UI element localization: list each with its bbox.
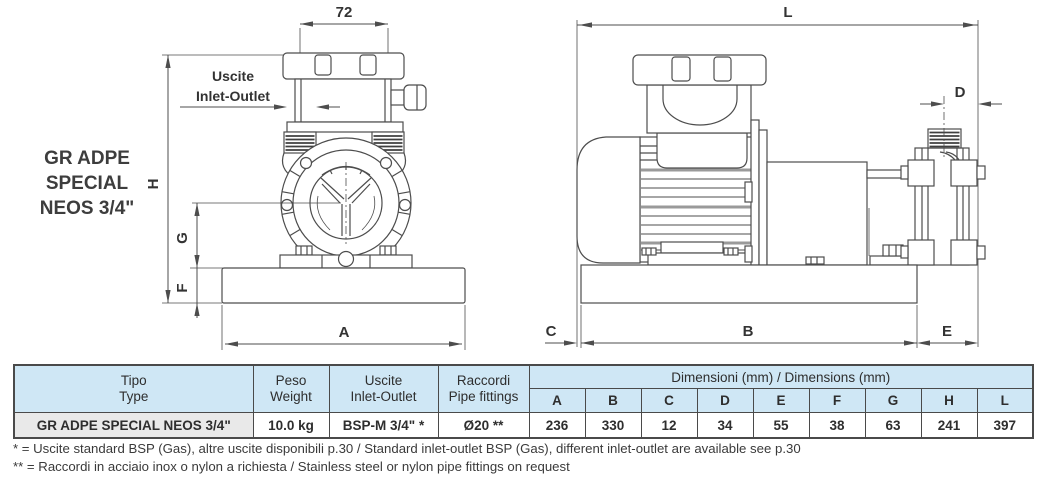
dim-col-d: D (696, 388, 754, 413)
product-title-line2: SPECIAL (45, 173, 129, 194)
cell-inlet-outlet: BSP-M 3/4" * (328, 412, 439, 439)
dimension-G: G (174, 202, 341, 268)
col-header-type-it: Tipo (120, 373, 147, 388)
technical-drawings: 72 (145, 4, 1002, 350)
ports-callout: Uscite Inlet-Outlet (180, 68, 340, 110)
ports-label-line1: Uscite (212, 68, 254, 84)
col-header-weight-en: Weight (270, 389, 312, 404)
dim-col-l: L (976, 388, 1034, 413)
cell-dim-g: 63 (864, 412, 922, 439)
col-header-type-en: Type (119, 389, 149, 404)
dimension-L: L (577, 4, 978, 28)
dim-col-b: B (584, 388, 642, 413)
dim-col-f: F (808, 388, 866, 413)
dim-col-h: H (920, 388, 978, 413)
cell-dim-h: 241 (920, 412, 978, 439)
col-header-pipe-fittings-en: Pipe fittings (448, 389, 519, 404)
front-view-drawing: 72 (145, 4, 466, 350)
cell-dim-e: 55 (752, 412, 810, 439)
table-row: GR ADPE SPECIAL NEOS 3/4" 10.0 kg BSP-M … (13, 412, 1034, 439)
col-header-inlet-outlet: Uscite Inlet-Outlet (328, 364, 439, 413)
side-base (580, 264, 918, 304)
col-header-type: Tipo Type (13, 364, 254, 413)
cell-pipe-fittings: Ø20 ** (437, 412, 530, 439)
dim-label-b: B (743, 323, 754, 340)
side-view-drawing: L (545, 4, 1002, 348)
footnote-1: * = Uscite standard BSP (Gas), altre usc… (13, 441, 801, 456)
dimension-72: 72 (300, 4, 388, 27)
dimension-C: C (545, 323, 577, 346)
cell-type: GR ADPE SPECIAL NEOS 3/4" (13, 412, 254, 439)
dim-label-72: 72 (336, 4, 353, 21)
dimension-A: A (221, 305, 466, 350)
dim-label-g: G (174, 232, 191, 244)
col-header-weight: Peso Weight (252, 364, 330, 413)
dim-label-c: C (546, 323, 557, 340)
col-header-dimensions-group: Dimensioni (mm) / Dimensions (mm) (528, 364, 1034, 389)
cell-dim-b: 330 (584, 412, 642, 439)
col-header-inlet-outlet-en: Inlet-Outlet (350, 389, 417, 404)
product-title-line3: NEOS 3/4" (39, 198, 135, 219)
col-header-pipe-fittings: Raccordi Pipe fittings (437, 364, 530, 413)
cell-weight: 10.0 kg (252, 412, 330, 439)
dimension-F: F (174, 267, 224, 318)
pump-head (900, 128, 986, 266)
dim-label-f: F (174, 283, 191, 292)
product-title-line1: GR ADPE (44, 148, 130, 169)
col-header-weight-it: Peso (275, 373, 307, 388)
cell-dim-f: 38 (808, 412, 866, 439)
spec-table: Tipo Type Peso Weight Uscite Inlet-Outle… (13, 364, 1035, 439)
ports-label-line2: Inlet-Outlet (196, 88, 270, 104)
impeller-spokes (316, 162, 376, 244)
dim-label-d: D (955, 84, 966, 101)
cell-dim-d: 34 (696, 412, 754, 439)
dim-label-a: A (339, 324, 350, 341)
cell-dim-c: 12 (640, 412, 698, 439)
dim-col-a: A (528, 388, 586, 413)
cell-dim-l: 397 (976, 412, 1034, 439)
dim-col-e: E (752, 388, 810, 413)
dim-col-g: G (864, 388, 922, 413)
col-header-inlet-outlet-it: Uscite (364, 373, 403, 388)
col-header-pipe-fittings-it: Raccordi (456, 373, 511, 388)
dim-label-l: L (783, 4, 792, 21)
dim-col-c: C (640, 388, 698, 413)
dimension-D: D (920, 84, 1002, 160)
dimension-H: H (145, 54, 284, 304)
dim-label-h: H (145, 179, 162, 190)
cell-dim-a: 236 (528, 412, 586, 439)
product-title: GR ADPE SPECIAL NEOS 3/4" (26, 146, 148, 221)
dim-label-e: E (942, 323, 952, 340)
footnotes: * = Uscite standard BSP (Gas), altre usc… (13, 440, 801, 476)
dimension-E: E (917, 323, 978, 346)
front-base (221, 267, 466, 304)
dimension-B: B (581, 323, 917, 346)
footnote-2: ** = Raccordi in acciaio inox o nylon a … (13, 459, 570, 474)
